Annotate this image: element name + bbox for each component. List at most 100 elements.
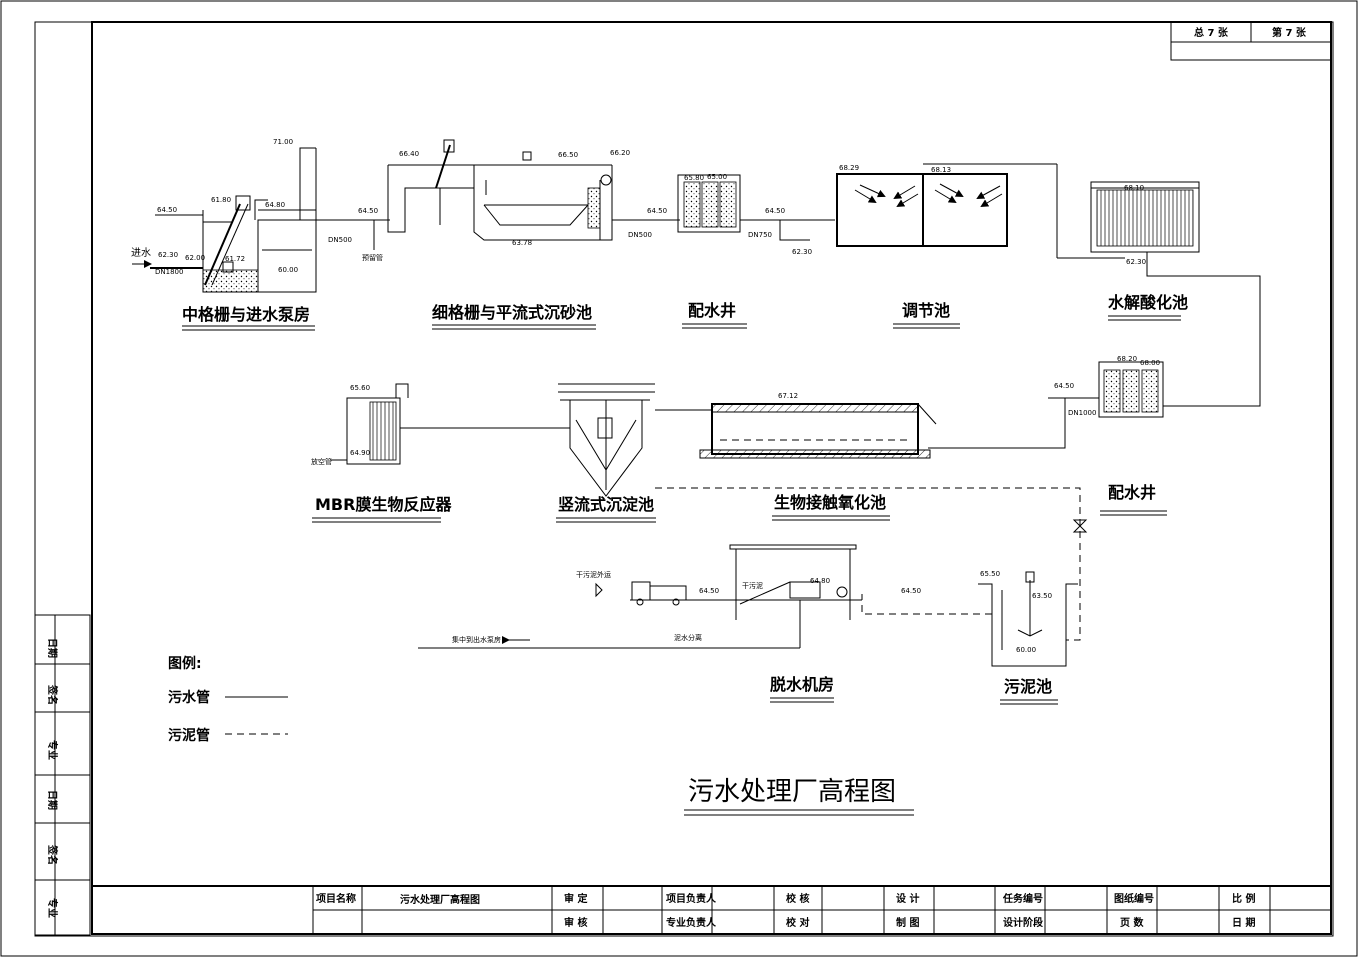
elev-unit3-a: 65.80	[684, 174, 704, 182]
elev-unit2-grit: 66.50	[558, 151, 578, 159]
legend-sewage-pipe: 污水管	[168, 689, 210, 706]
left-strip-labels: 日期 签名 专业 日期 签名 专业	[46, 638, 59, 918]
elev-pipe-sludge: 64.50	[901, 587, 921, 595]
elev-unit1-riser: 71.00	[273, 138, 293, 146]
pipe-dewater-sludge: 64.50	[901, 587, 921, 595]
pipe-3-4: 64.50 DN750 62.30	[748, 207, 812, 256]
label-dewater: 脱水机房	[770, 675, 834, 694]
elev-unit1-water: 64.80	[265, 201, 285, 209]
pipe-dn1000: DN1000	[1068, 409, 1096, 417]
unit-fine-grit: 66.40 66.50 66.20 63.78 细格栅与平流式沉砂池	[387, 139, 680, 330]
elev-unit2-screen: 66.40	[399, 150, 419, 158]
elev-unit4-b: 68.13	[931, 166, 951, 174]
inflow-label: 进水	[131, 247, 151, 259]
tb-drawing-no: 图纸编号	[1114, 892, 1154, 905]
elev-pipe-2-3: 64.50	[647, 207, 667, 215]
pipe-dn500-a: DN500	[328, 236, 352, 244]
tb-design: 设 计	[896, 892, 919, 905]
legend: 图例: 污水管 污泥管	[168, 655, 288, 744]
pipe-dn1800: DN1800	[155, 268, 183, 276]
strip-date-2: 日期	[46, 790, 59, 810]
tb-project-name-value: 污水处理厂高程图	[400, 893, 480, 906]
unit-dist-well-2: 68.20 68.00 64.50 DN1000 配水井	[928, 355, 1167, 516]
elev-unit2-outlet: 66.20	[610, 149, 630, 157]
unit-dist-well-1: 65.80 65.00 配水井	[677, 173, 835, 329]
unit-equal: 68.29 68.13 调节池	[836, 163, 1125, 329]
elev-pipe-3-4: 64.50	[765, 207, 785, 215]
note-dry-sludge-out: 干污泥外运	[576, 570, 611, 579]
elev-unit1-top: 64.50	[157, 206, 177, 214]
label-vertical: 竖流式沉淀池	[558, 495, 654, 514]
sheet-number-box: 总 7 张 第 7 张	[1170, 21, 1332, 61]
label-equal: 调节池	[902, 301, 950, 320]
elev-pipe-3-4-low: 62.30	[792, 248, 812, 256]
elev-unit4-a: 68.29	[839, 164, 859, 172]
elev-unit6-a: 68.20	[1117, 355, 1137, 363]
strip-sign-1: 签名	[46, 684, 59, 705]
tb-audit: 审 核	[564, 916, 587, 929]
left-signature-strip	[34, 614, 91, 936]
label-grid-pump: 中格栅与进水泵房	[182, 305, 310, 324]
aerator-arrows	[854, 183, 1003, 208]
elev-unit6-pipe: 64.50	[1054, 382, 1074, 390]
unit-sludge: 65.50 63.50 60.00 污泥池	[978, 570, 1078, 705]
elev-unit1-screen: 61.80	[211, 196, 231, 204]
elev-unit7-water: 64.90	[350, 449, 370, 457]
tb-review: 审 定	[564, 892, 587, 905]
unit-dewater: 干污泥外运 干污泥 64.50 64.80 集中到出水泵房 泥水分离 脱水机房	[418, 544, 862, 703]
inflow-arrow: 进水 DN1800	[131, 247, 203, 276]
note-reserve-pipe: 预留管	[362, 253, 383, 262]
unit-bio-contact: 67.12 生物接触氧化池	[699, 392, 937, 521]
elev-unit11-top: 65.50	[980, 570, 1000, 578]
label-dist-well-2: 配水井	[1108, 483, 1156, 502]
tb-proof: 校 对	[786, 916, 809, 929]
elev-unit5-bottom: 62.30	[1126, 258, 1146, 266]
sludge-pipe-run	[655, 487, 1088, 641]
drawing-title: 污水处理厂高程图	[684, 777, 914, 816]
unit-grid-pump: 64.50 62.30 61.80 62.00 61.72 64.80 60.0…	[155, 138, 390, 331]
legend-title: 图例:	[168, 655, 202, 672]
pipe-dn750: DN750	[748, 231, 772, 239]
label-mbr: MBR膜生物反应器	[315, 495, 452, 514]
label-fine-grit: 细格栅与平流式沉砂池	[432, 303, 592, 322]
label-bio-contact: 生物接触氧化池	[774, 493, 886, 512]
elev-unit6-b: 68.00	[1140, 359, 1160, 367]
sheet-page: 第 7 张	[1272, 26, 1307, 39]
elev-unit1-floor: 62.00	[185, 254, 205, 262]
elev-unit5-top: 68.10	[1124, 184, 1144, 192]
elev-unit1-inlet: 62.30	[158, 251, 178, 259]
elev-unit1-pump: 61.72	[225, 255, 245, 263]
pipe-dn500-b: DN500	[628, 231, 652, 239]
strip-date-1: 日期	[46, 638, 59, 658]
elev-unit10-a: 64.50	[699, 587, 719, 595]
sheet-total: 总 7 张	[1194, 26, 1229, 39]
tb-task-no: 任务编号	[1002, 892, 1043, 905]
elev-unit11-water: 63.50	[1032, 592, 1052, 600]
pipe-1-2: 64.50 DN500 预留管	[328, 207, 383, 262]
note-dry-sludge: 干污泥	[742, 582, 763, 590]
unit-mbr: 65.60 64.90 放空管 MBR膜生物反应器	[311, 383, 570, 523]
tb-project-lead: 项目负责人	[666, 892, 717, 905]
legend-sludge-pipe: 污泥管	[168, 727, 210, 744]
label-dist-well-1: 配水井	[688, 301, 736, 320]
pipe-2-3: 64.50 DN500	[628, 207, 667, 239]
note-sludge-water: 泥水分离	[674, 633, 702, 642]
elev-unit3-b: 65.00	[707, 173, 727, 181]
elev-unit10-b: 64.80	[810, 577, 830, 585]
elev-unit11-bottom: 60.00	[1016, 646, 1036, 654]
tb-pages: 页 数	[1120, 916, 1144, 929]
tb-discipline-lead: 专业负责人	[666, 916, 717, 929]
tb-draw: 制 图	[896, 916, 919, 929]
label-hydrolysis: 水解酸化池	[1108, 293, 1188, 312]
strip-sign-2: 签名	[46, 844, 59, 865]
tb-scale: 比 例	[1232, 892, 1255, 905]
elev-pipe-1-2: 64.50	[358, 207, 378, 215]
strip-major-1: 专业	[46, 740, 59, 760]
note-drain: 放空管	[311, 457, 332, 466]
elev-unit2-bottom: 63.78	[512, 239, 532, 247]
elev-unit1-bottom: 60.00	[278, 266, 298, 274]
unit-hydrolysis: 68.10 62.30 水解酸化池	[1090, 181, 1261, 407]
drawing-title-text: 污水处理厂高程图	[688, 777, 896, 807]
